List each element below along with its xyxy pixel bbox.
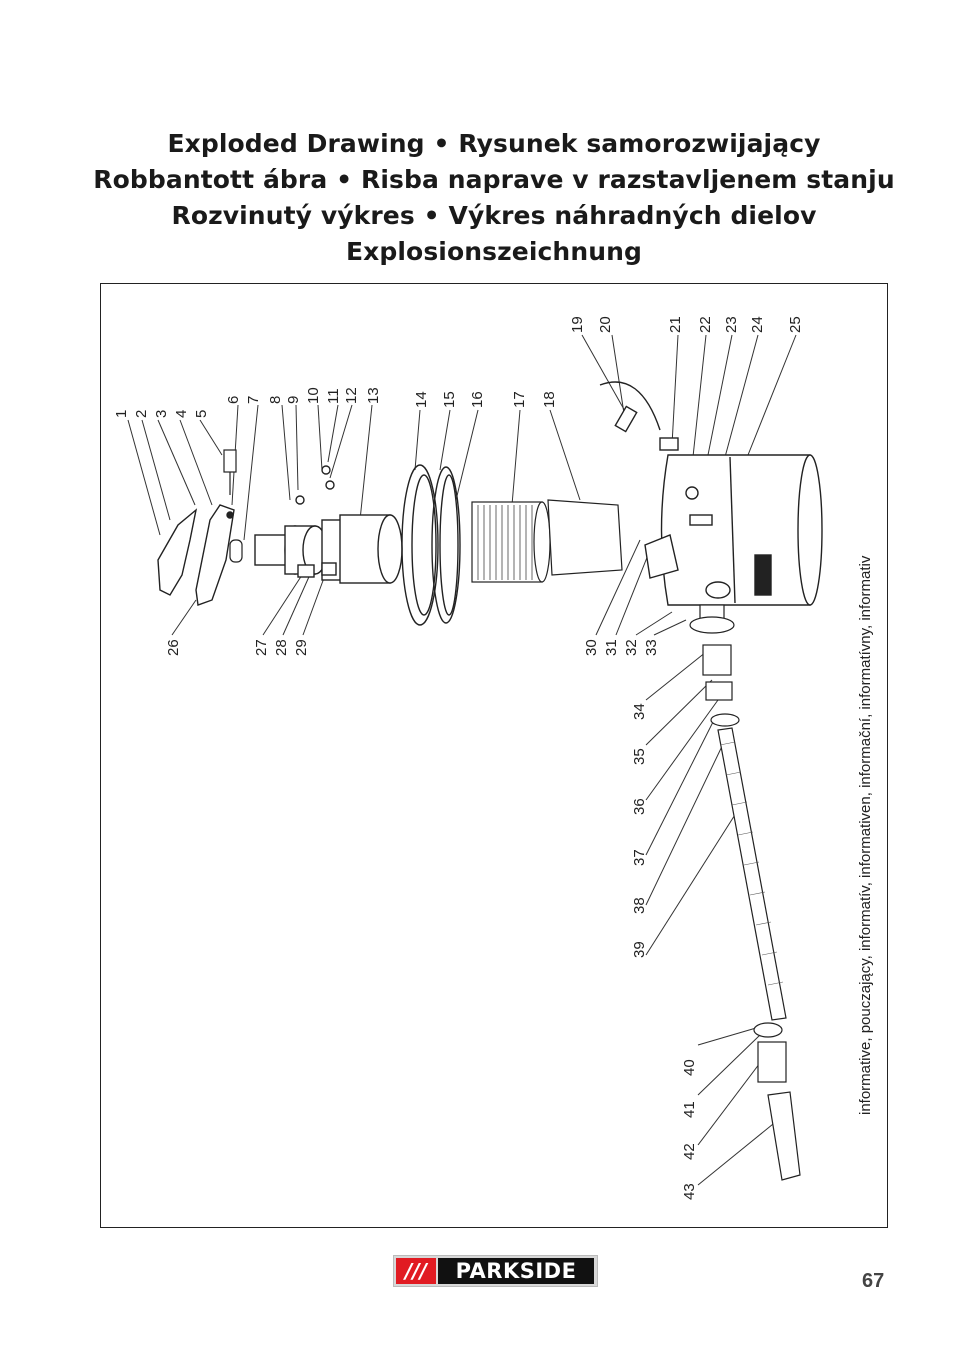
callout-34: 34	[631, 703, 648, 720]
callout-33: 33	[643, 639, 660, 656]
callout-11: 11	[325, 388, 342, 404]
callout-15: 15	[441, 391, 458, 408]
leader-lines	[127, 334, 797, 1186]
callout-21: 21	[667, 316, 684, 333]
informative-note: informative, pouczający, informatív, inf…	[857, 555, 874, 1115]
callout-6: 6	[225, 396, 242, 404]
callout-27: 27	[253, 639, 270, 656]
logo-brand: PARKSIDE	[438, 1258, 594, 1284]
callout-9: 9	[285, 396, 302, 404]
callout-10: 10	[305, 387, 322, 404]
part-motor	[254, 465, 403, 584]
callout-31: 31	[603, 639, 620, 656]
callout-3: 3	[153, 410, 170, 418]
parkside-logo: /// PARKSIDE	[393, 1255, 598, 1287]
callout-43: 43	[681, 1183, 698, 1200]
callout-23: 23	[723, 316, 740, 333]
part-gaskets	[401, 464, 461, 626]
title-block: Exploded Drawing • Rysunek samorozwijają…	[0, 126, 954, 270]
callout-41: 41	[681, 1101, 698, 1118]
callout-24: 24	[749, 316, 766, 333]
title-line-2: Robbantott ábra • Risba naprave v razsta…	[93, 165, 895, 194]
callout-4: 4	[173, 410, 190, 418]
callout-40: 40	[681, 1059, 698, 1076]
callout-5: 5	[193, 410, 210, 418]
callout-42: 42	[681, 1143, 698, 1160]
callout-8: 8	[267, 396, 284, 404]
callout-12: 12	[343, 387, 360, 404]
part-tank	[599, 381, 823, 606]
callout-13: 13	[365, 387, 382, 404]
callout-16: 16	[469, 391, 486, 408]
callout-17: 17	[511, 391, 528, 408]
callout-38: 38	[631, 897, 648, 914]
callout-labels: 1 2 3 4 5 6 7 8 9 10 11 12 13 14 15 16 1…	[113, 316, 804, 1200]
logo-slashes: ///	[396, 1258, 436, 1284]
callout-37: 37	[631, 849, 648, 866]
part-hose	[689, 604, 801, 1181]
drawing-frame	[100, 283, 888, 1228]
callout-39: 39	[631, 941, 648, 958]
page-number: 67	[862, 1270, 885, 1292]
callout-36: 36	[631, 798, 648, 815]
callout-1: 1	[113, 410, 130, 418]
callout-32: 32	[623, 639, 640, 656]
callout-7: 7	[245, 396, 262, 404]
callout-22: 22	[697, 316, 714, 333]
callout-26: 26	[165, 639, 182, 656]
title-line-3: Rozvinutý výkres • Výkres náhradných die…	[171, 201, 817, 230]
callout-2: 2	[133, 410, 150, 418]
title-line-4: Explosionszeichnung	[345, 237, 643, 266]
callout-19: 19	[569, 316, 586, 333]
callout-20: 20	[597, 316, 614, 333]
callout-30: 30	[583, 639, 600, 656]
callout-18: 18	[541, 391, 558, 408]
title-line-1: Exploded Drawing • Rysunek samorozwijają…	[167, 129, 821, 158]
part-filter	[471, 499, 623, 583]
part-plug	[223, 449, 243, 563]
callout-25: 25	[787, 316, 804, 333]
part-handle	[157, 504, 235, 606]
callout-29: 29	[293, 639, 310, 656]
callout-14: 14	[413, 391, 430, 408]
callout-35: 35	[631, 748, 648, 765]
callout-28: 28	[273, 639, 290, 656]
